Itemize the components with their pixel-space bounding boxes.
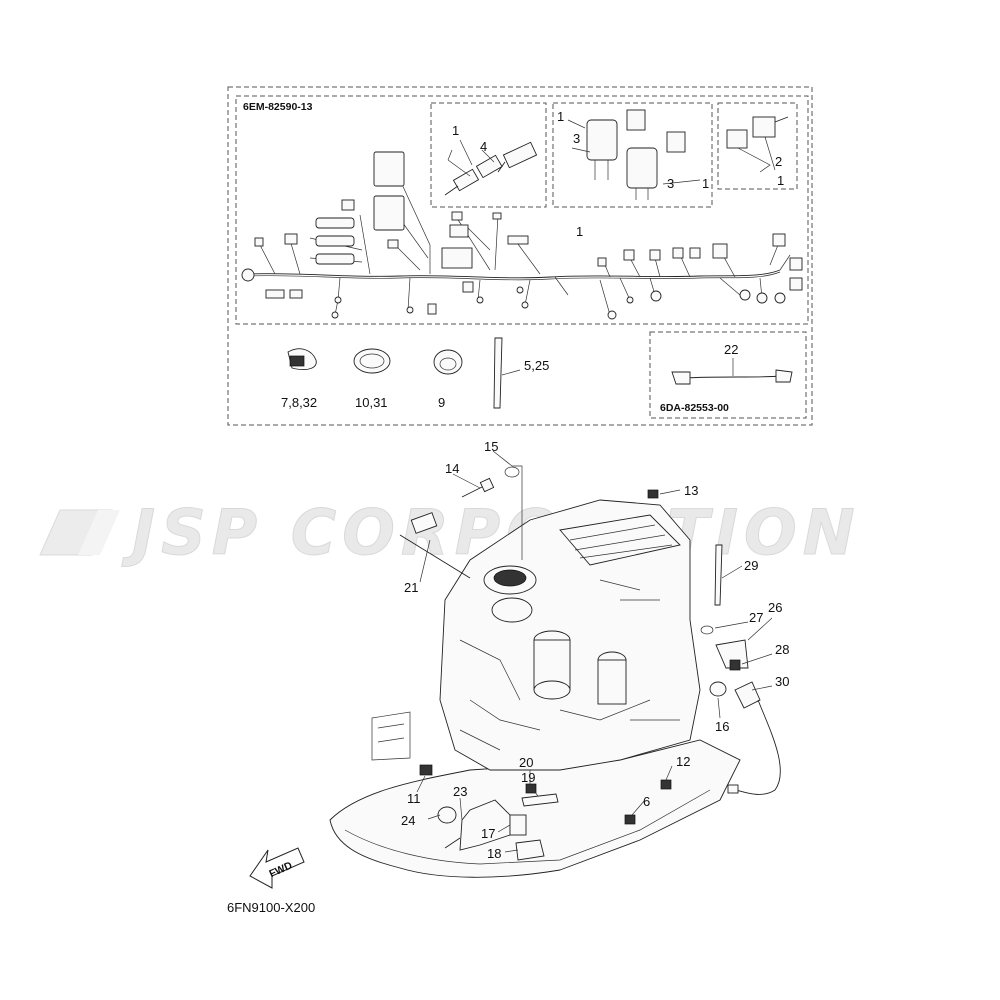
- callout-label: 18: [487, 846, 501, 861]
- callout-label: 13: [684, 483, 698, 498]
- harness-kit-box: 6EM-82590-13 1 4 1 3 3 1: [227, 86, 813, 426]
- callout-label: 22: [724, 342, 738, 357]
- callout-label: 6DA-82553-00: [660, 402, 729, 414]
- callout-label: 17: [481, 826, 495, 841]
- callout-label: 3: [573, 131, 580, 146]
- lead-wire: [671, 358, 793, 385]
- callout-label: 2: [775, 154, 782, 169]
- fwd-arrow-icon: FWD: [249, 847, 305, 889]
- inset-b-box: [552, 102, 713, 208]
- callout-label: 1: [452, 123, 459, 138]
- inset-c-connectors: [726, 116, 789, 173]
- callout-label: 12: [676, 754, 690, 769]
- callout-label: 15: [484, 439, 498, 454]
- callout-label: 9: [438, 395, 445, 410]
- callout-label: 5,25: [524, 358, 549, 373]
- inset-c-box: [717, 102, 798, 190]
- callout-label: 19: [521, 770, 535, 785]
- callout-label: 16: [715, 719, 729, 734]
- clamp-parts: [287, 337, 521, 409]
- callout-label: 21: [404, 580, 418, 595]
- callout-label: 3: [667, 176, 674, 191]
- callout-label: 11: [407, 791, 421, 806]
- engine-callouts: 15 14 13 21 29 26 27 28 30 16 11 20 19 1…: [401, 439, 789, 861]
- inset-a-connectors: [444, 139, 538, 196]
- lead-box: [649, 331, 807, 419]
- callout-label: 4: [480, 139, 487, 154]
- callout-label: 7,8,32: [281, 395, 317, 410]
- callout-label: 1: [702, 176, 709, 191]
- callout-label: 10,31: [355, 395, 388, 410]
- callout-label: 27: [749, 610, 763, 625]
- inset-a-box: [430, 102, 547, 208]
- callout-label: 23: [453, 784, 467, 799]
- callout-label: 29: [744, 558, 758, 573]
- sensor-parts: [399, 466, 781, 861]
- harness-part-number: 6EM-82590-13: [243, 101, 313, 113]
- watermark: JSP CORPORATION: [39, 496, 855, 570]
- wire-harness: [241, 151, 803, 320]
- inset-b-relays: [567, 109, 701, 200]
- callout-label: 30: [775, 674, 789, 689]
- callout-label: 6: [643, 794, 650, 809]
- callout-label: 1: [557, 109, 564, 124]
- callout-label: 26: [768, 600, 782, 615]
- callout-label: 1: [777, 173, 784, 188]
- callout-label: 1: [576, 224, 583, 239]
- callout-label: 14: [445, 461, 459, 476]
- callout-leaders: [416, 450, 773, 853]
- engine-block: [329, 499, 741, 878]
- callout-label: 28: [775, 642, 789, 657]
- callout-label: 20: [519, 755, 533, 770]
- callout-label: 24: [401, 813, 415, 828]
- diagram-code: 6FN9100-X200: [227, 900, 315, 915]
